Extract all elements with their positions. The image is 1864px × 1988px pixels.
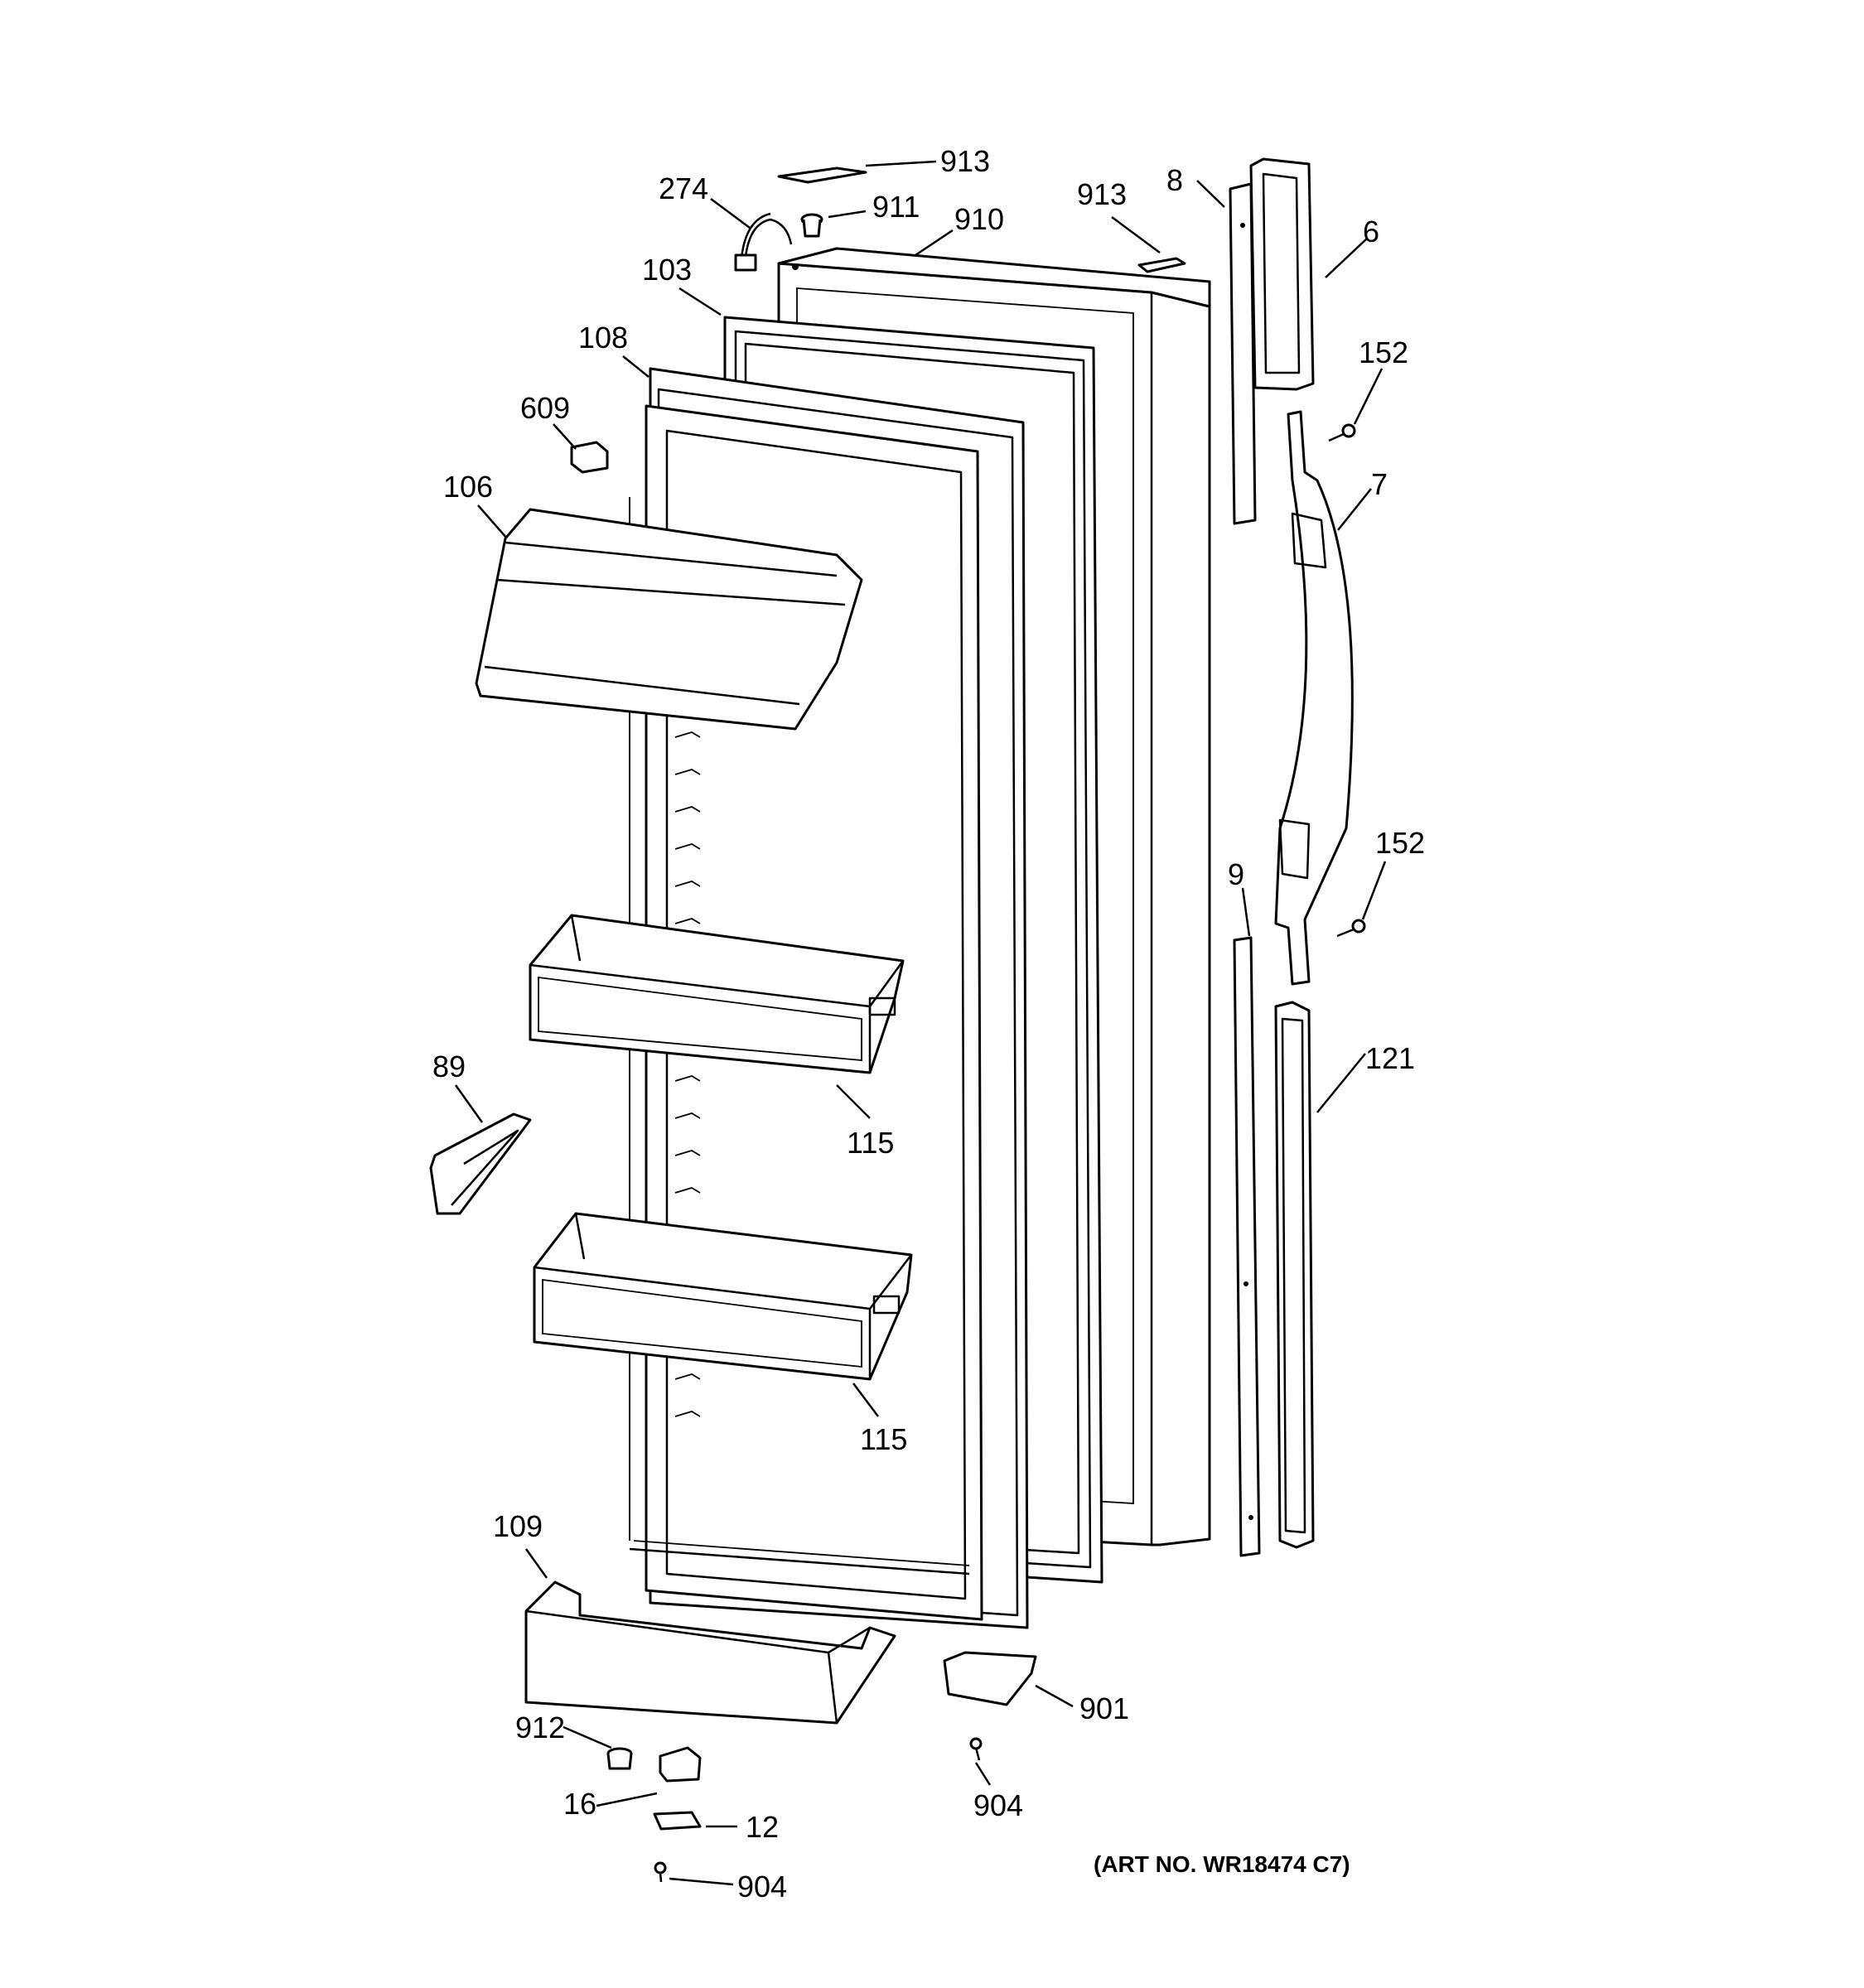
part-16-hinge: [659, 1746, 702, 1783]
callout-8: 8: [1166, 163, 1183, 197]
callout-103: 103: [642, 253, 692, 287]
callout-115-upper: 115: [847, 1126, 894, 1160]
part-901-cover: [943, 1651, 1037, 1706]
part-911-plug: [800, 213, 823, 238]
part-274-harness: [734, 212, 793, 272]
callout-911: 911: [872, 190, 920, 224]
part-115-lower-shelf: [533, 1212, 913, 1381]
callout-9: 9: [1228, 857, 1244, 891]
part-7-handle: [1274, 410, 1354, 986]
part-121-handle-cap: [1274, 1001, 1315, 1549]
part-106-dairy-door: [475, 508, 863, 731]
callout-152-upper: 152: [1359, 335, 1408, 369]
callout-901: 901: [1079, 1691, 1129, 1725]
part-609-switch: [570, 441, 609, 474]
part-152-screw-upper: [1328, 423, 1356, 442]
part-8-trim-strip: [1229, 182, 1257, 525]
part-913-clip-top: [777, 166, 867, 184]
art-number: (ART NO. WR18474 C7): [1094, 1851, 1350, 1877]
callout-904-left: 904: [737, 1870, 787, 1904]
callout-609: 609: [520, 391, 570, 425]
callout-913-side: 913: [1077, 177, 1127, 211]
part-89-light-cover: [429, 1112, 532, 1215]
part-912-cap: [606, 1747, 633, 1770]
callout-274: 274: [659, 171, 708, 205]
part-152-screw-lower: [1336, 919, 1366, 938]
callout-121: 121: [1365, 1041, 1415, 1075]
callout-labels: 913 911 274 910 913 8 6 103 108 152 609 …: [432, 144, 1425, 1904]
part-6-handle-cap: [1249, 157, 1315, 391]
part-109-bottom-bin: [524, 1580, 896, 1725]
callout-106: 106: [443, 470, 493, 504]
part-9-trim-strip: [1233, 936, 1261, 1557]
callout-109: 109: [493, 1509, 543, 1543]
callout-115-lower: 115: [860, 1422, 907, 1456]
callout-910: 910: [954, 202, 1004, 236]
callout-12: 12: [746, 1810, 779, 1844]
callout-913: 913: [940, 144, 990, 178]
callout-6: 6: [1363, 215, 1379, 248]
callout-912: 912: [515, 1711, 565, 1744]
callout-16: 16: [563, 1787, 596, 1821]
part-115-upper-shelf: [529, 914, 905, 1074]
part-904-screw-left: [654, 1861, 667, 1883]
part-904-screw-right: [969, 1737, 983, 1761]
part-913-clip-side: [1137, 257, 1186, 273]
callout-7: 7: [1371, 467, 1388, 501]
part-12-bracket: [653, 1811, 702, 1831]
callout-89: 89: [432, 1049, 466, 1083]
callout-904-right: 904: [973, 1788, 1023, 1822]
leader-lines: [454, 160, 1387, 1886]
callout-152-lower: 152: [1375, 826, 1425, 860]
callout-108: 108: [578, 321, 628, 355]
